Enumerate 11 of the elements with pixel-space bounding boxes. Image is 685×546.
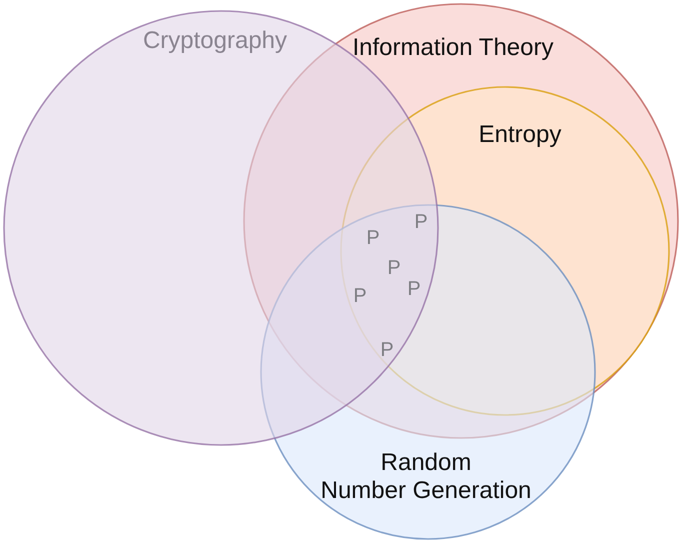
region-label: P <box>407 278 421 300</box>
region-label: P <box>366 227 380 249</box>
venn-circle <box>340 86 670 416</box>
set-label: Cryptography <box>142 27 288 55</box>
set-label: Entropy <box>478 121 562 149</box>
region-label: P <box>414 211 428 233</box>
region-label: P <box>380 339 394 361</box>
region-label: P <box>387 257 401 279</box>
set-label: Random Number Generation <box>320 449 532 505</box>
region-label: P <box>353 285 367 307</box>
set-label: Information Theory <box>352 34 554 62</box>
